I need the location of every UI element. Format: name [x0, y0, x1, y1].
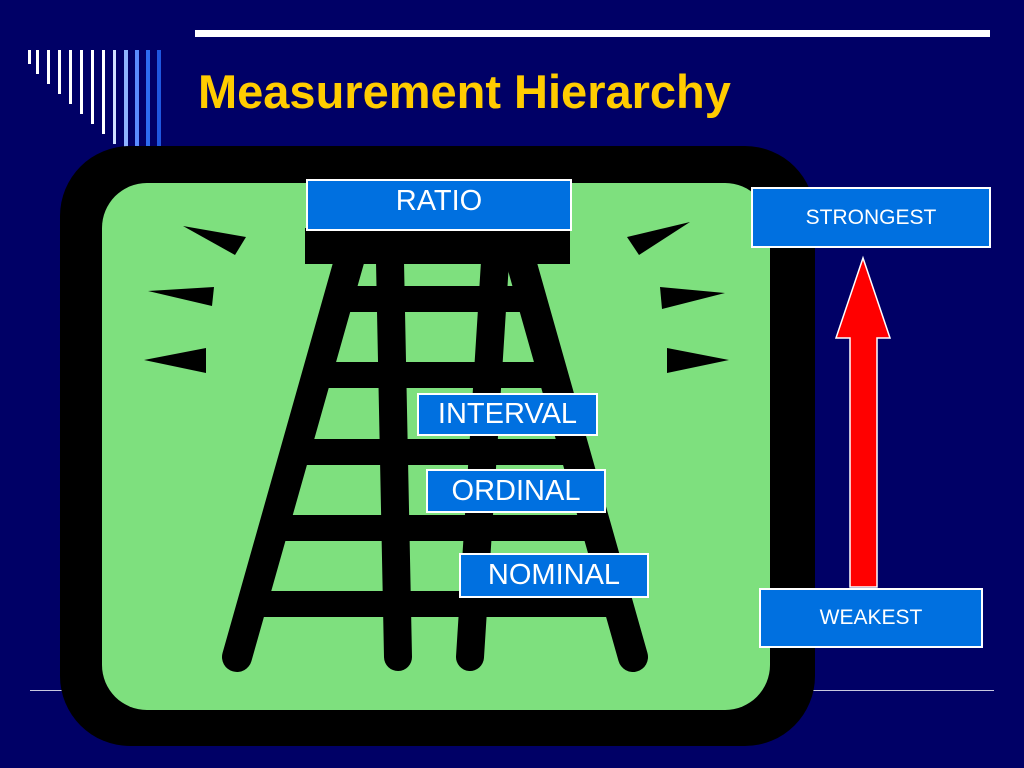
motion-marks-left [144, 226, 246, 373]
level-label-ratio: RATIO [306, 179, 572, 231]
level-label-interval: INTERVAL [417, 393, 598, 436]
slide-title: Measurement Hierarchy [198, 65, 731, 118]
decorative-stripes [28, 50, 161, 150]
up-arrow-icon [834, 255, 892, 588]
ladder-icon [222, 225, 648, 672]
level-label-ordinal: ORDINAL [426, 469, 606, 513]
ladder-top-cap [305, 228, 570, 264]
motion-marks-right [627, 222, 729, 373]
top-rule [195, 30, 990, 37]
strongest-label: STRONGEST [751, 187, 991, 248]
level-label-nominal: NOMINAL [459, 553, 649, 598]
weakest-label: WEAKEST [759, 588, 983, 648]
